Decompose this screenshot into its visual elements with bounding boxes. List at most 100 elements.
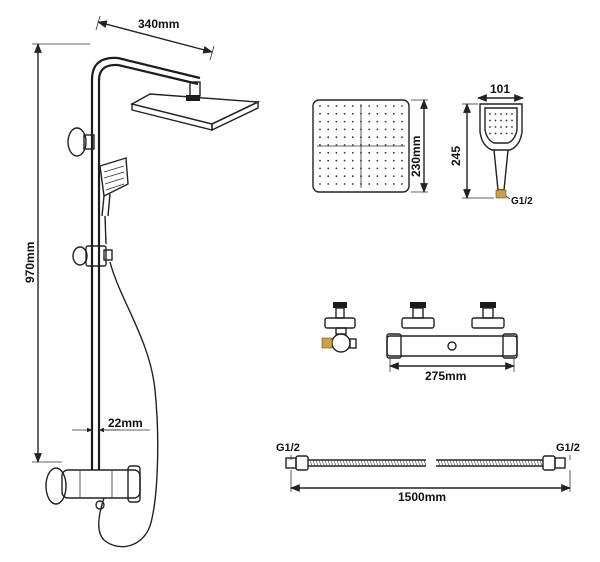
nozzle-dot [335,136,338,139]
nozzle-dot [376,136,379,139]
handset-nozzle-dot [511,113,513,115]
nozzle-dot [401,175,403,178]
shower-head-plan: 230mm [312,99,428,193]
hose-rib [497,459,501,467]
nozzle-dot [360,136,362,139]
hose-rib [324,459,328,467]
nozzle-dot [368,105,371,107]
nozzle-dot [360,144,362,146]
nozzle-dot [327,144,330,146]
hose-rib [446,459,450,467]
handset-nozzle-dot [489,126,491,128]
hose-rib [509,459,513,467]
hose-rib [375,459,379,467]
nozzle-dot [392,120,395,123]
nozzle-dot [335,167,338,170]
hose-rib [351,459,355,467]
hose-rib [336,459,340,467]
nozzle-dot [319,144,321,146]
nozzle-dot [360,183,362,185]
hose-rib [464,459,468,467]
nozzle-dot [351,136,354,139]
nozzle-dot [319,128,321,131]
nozzle-dot [351,167,354,170]
nozzle-dot [368,136,371,139]
nozzle-dot [368,151,371,154]
nozzle-dot [384,159,387,162]
nozzle-dot [368,183,371,185]
nozzle-dot [335,105,338,107]
nozzle-dot [392,175,395,178]
handset-nozzle-dot [489,113,491,115]
hose-rib [315,459,319,467]
nozzle-dot [351,112,354,115]
hose-rib [405,459,409,467]
nozzle-dot [335,128,338,131]
hose-rib [345,459,349,467]
nozzle-dot [392,136,395,139]
hose-rib [524,459,528,467]
nozzle-dot [392,151,395,154]
hose-rib [390,459,394,467]
handset-nozzle-dot [511,126,513,128]
hose-ribs [309,459,543,467]
nozzle-dot [401,151,403,154]
nozzle-dot [335,159,338,162]
hose-rib [318,459,322,467]
handset-nozzle-dot [489,119,491,122]
nozzle-dot [392,183,395,185]
hose-rib [530,459,534,467]
hose-rib [533,459,537,467]
nozzle-dot [376,159,379,162]
nozzle-dot [392,128,395,131]
nozzle-dot [351,144,354,146]
hose-rib [470,459,474,467]
nozzle-dot [401,159,403,162]
handset-nozzle-dot [500,119,502,122]
nozzle-dot [319,105,321,107]
nozzle-dot [327,120,330,123]
nozzle-dot [335,120,338,123]
nozzle-dot [384,120,387,123]
hose-rib [393,459,397,467]
nozzle-dot [319,136,321,139]
nozzle-dot [368,175,371,178]
hose-rib [333,459,337,467]
nozzle-dot [335,183,338,185]
nozzle-grid [319,105,403,185]
nozzle-dot [335,175,338,178]
nozzle-dot [327,175,330,178]
hose-rib [521,459,525,467]
rail-hand-shower [99,157,129,245]
nozzle-dot [351,151,354,154]
hose-rib [420,459,424,467]
handset-nozzle-dot [505,113,508,115]
hose-rib [387,459,391,467]
hose-rib [360,459,364,467]
head-width-dimension: 340mm [95,15,215,61]
nozzle-dot [401,144,403,146]
nozzle-dot [384,183,387,185]
hose-rib [476,459,480,467]
nozzle-dot [401,120,403,123]
nozzle-dot [360,159,362,162]
nozzle-dot [384,136,387,139]
hose-rib [536,459,540,467]
nozzle-dot [343,112,346,115]
hose-rib [482,459,486,467]
overhead-shower-head [130,93,261,132]
nozzle-dot [392,105,395,107]
shower-hose [98,261,159,548]
hose-rib [384,459,388,467]
hose-rib [342,459,346,467]
hose-rib [312,459,316,467]
nozzle-dot [376,167,379,170]
nozzle-dot [343,120,346,123]
hose-rib [437,459,441,467]
hose-rib [309,459,313,467]
wall-bracket [67,127,95,157]
bar-valve [45,465,141,510]
nozzle-dot [368,144,371,146]
nozzle-dot [343,167,346,170]
